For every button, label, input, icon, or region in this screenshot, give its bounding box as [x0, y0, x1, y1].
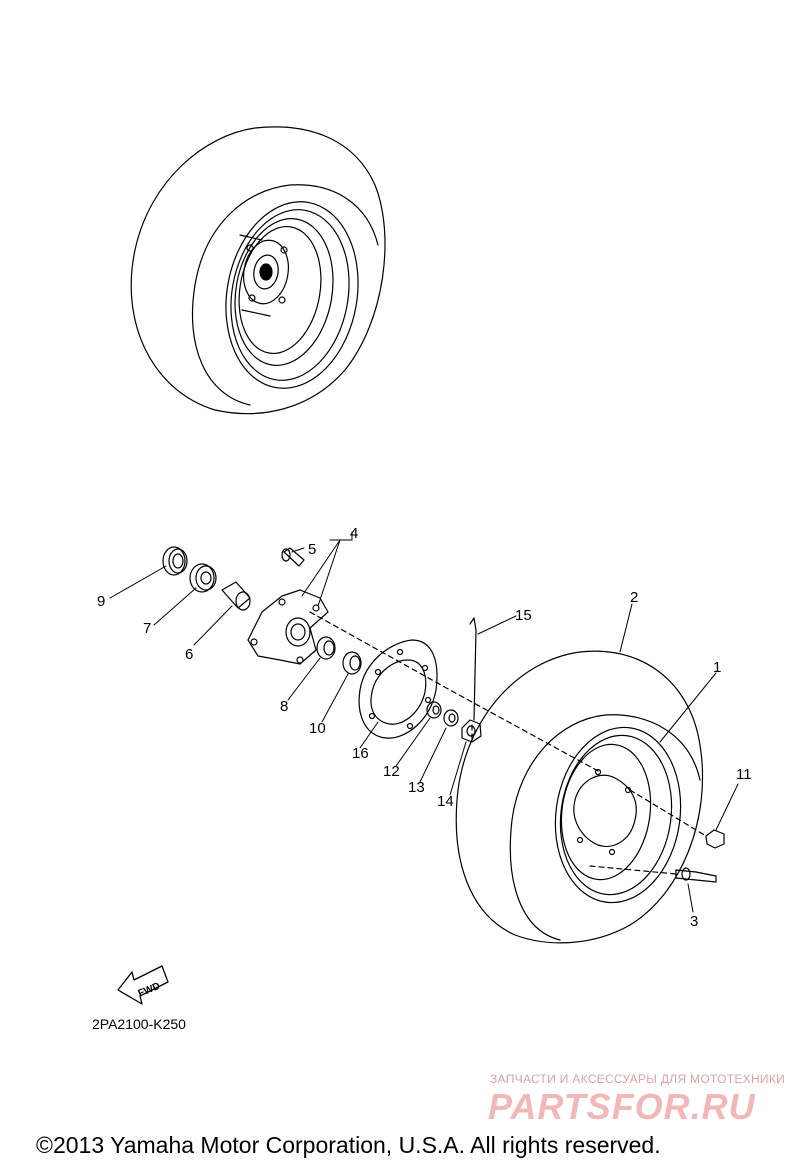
callout-8: 8 [280, 698, 289, 715]
callout-7: 7 [143, 620, 152, 637]
front-wheel-tire-illustration [455, 650, 704, 944]
callout-leader-lines [109, 531, 739, 913]
callout-15: 15 [515, 607, 532, 624]
callout-4: 4 [350, 525, 359, 542]
callout-9: 9 [97, 593, 106, 610]
fwd-label: FWD [137, 981, 162, 1000]
callout-16: 16 [352, 745, 369, 762]
callout-13: 13 [408, 779, 425, 796]
callout-12: 12 [383, 763, 400, 780]
watermark-logo: PARTSFOR.RU [488, 1086, 756, 1127]
drawing-code: 2PA2100-K250 [92, 1016, 186, 1032]
copyright-notice: ©2013 Yamaha Motor Corporation, U.S.A. A… [36, 1132, 661, 1158]
callout-2: 2 [630, 589, 639, 606]
callout-3: 3 [690, 913, 699, 930]
hub-parts-illustration [162, 546, 725, 883]
callout-1: 1 [713, 659, 722, 676]
callout-6: 6 [185, 646, 194, 663]
callout-10: 10 [309, 720, 326, 737]
assembled-wheel-illustration [130, 126, 386, 415]
watermark-subtitle: ЗАПЧАСТИ И АКСЕССУАРЫ ДЛЯ МОТОТЕХНИКИ [490, 1072, 786, 1086]
callout-14: 14 [437, 793, 454, 810]
callout-5: 5 [308, 541, 317, 558]
assembly-centerlines [309, 611, 707, 875]
fwd-arrow-icon [117, 965, 169, 1005]
callout-11: 11 [736, 766, 752, 783]
